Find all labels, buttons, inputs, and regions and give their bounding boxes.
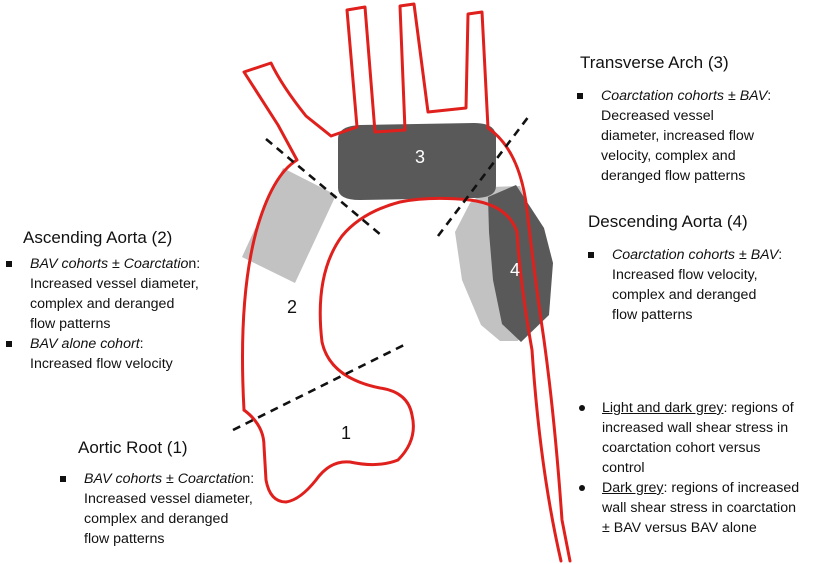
aorta-outline <box>241 2 572 563</box>
arch-wss-region-dark <box>338 123 496 200</box>
bullet-cohort-label: BAV alone cohort: <box>30 336 144 352</box>
ascending-aorta-notes: BAV cohorts ± Coarctation: Increased ves… <box>4 254 200 374</box>
ascending-aorta-bullet-2: BAV alone cohort: Increased flow velocit… <box>4 334 200 374</box>
aortic-root-bullet: BAV cohorts ± Coarctation: Increased ves… <box>58 469 254 549</box>
region-number-1: 1 <box>341 423 352 443</box>
ascending-aorta-bullet-1: BAV cohorts ± Coarctation: Increased ves… <box>4 254 200 334</box>
transverse-arch-notes: Coarctation cohorts ± BAV: Decreased ves… <box>575 86 771 186</box>
wss-legend: Light and dark grey: regions of increase… <box>576 398 799 538</box>
ascending-aorta-title: Ascending Aorta (2) <box>23 228 173 247</box>
boundary-root-ascending <box>232 343 405 432</box>
transverse-arch-bullet: Coarctation cohorts ± BAV: Decreased ves… <box>575 86 771 186</box>
bullet-cohort-label: Coarctation cohorts ± BAV: <box>612 247 783 263</box>
descending-aorta-title: Descending Aorta (4) <box>588 212 748 231</box>
transverse-arch-title: Transverse Arch (3) <box>580 53 729 72</box>
boundary-arch-descending <box>436 115 531 237</box>
bullet-cohort-label: Coarctation cohorts ± BAV: <box>601 88 772 104</box>
bullet-cohort-label: BAV cohorts ± Coarctation: <box>84 471 255 487</box>
aortic-root-title: Aortic Root (1) <box>78 438 188 457</box>
aorta-inner-wall <box>242 196 563 563</box>
region-number-4: 4 <box>510 260 521 280</box>
boundary-ascending-arch <box>265 138 382 236</box>
legend-item-light-dark-grey: Light and dark grey: regions of increase… <box>576 398 799 478</box>
legend-item-dark-grey: Dark grey: regions of increased wall she… <box>576 478 799 538</box>
ascending-wss-region-light <box>242 168 336 283</box>
region-number-3: 3 <box>415 147 426 167</box>
segment-boundaries <box>232 115 531 432</box>
bullet-cohort-label: BAV cohorts ± Coarctation: <box>30 256 201 272</box>
region-number-2: 2 <box>287 297 298 317</box>
aortic-root-notes: BAV cohorts ± Coarctation: Increased ves… <box>58 469 254 549</box>
descending-aorta-notes: Coarctation cohorts ± BAV: Increased flo… <box>586 245 782 325</box>
descending-aorta-bullet: Coarctation cohorts ± BAV: Increased flo… <box>586 245 782 325</box>
aorta-outer-wall <box>241 2 572 563</box>
